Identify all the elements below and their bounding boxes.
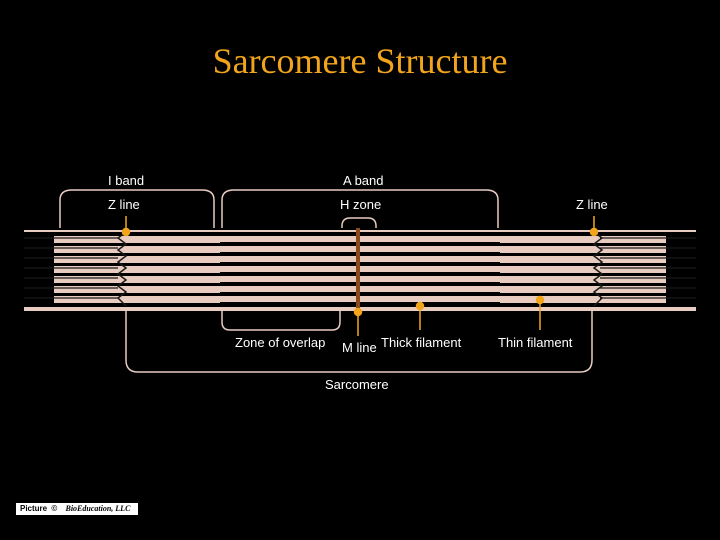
- z-line-left-label: Z line: [108, 197, 140, 212]
- m-line-pointer-dot: [353, 307, 363, 317]
- copyright-icon: ©: [51, 504, 58, 513]
- i-band-bracket: [59, 189, 215, 228]
- zone-of-overlap-bracket: [221, 310, 341, 331]
- z-line-right: [592, 231, 604, 307]
- credit-picture: Picture: [20, 504, 48, 513]
- h-zone-label: H zone: [340, 197, 382, 212]
- sarcomere-label: Sarcomere: [325, 377, 389, 392]
- z-line-left: [116, 231, 128, 307]
- sarcomere-bracket: [125, 310, 593, 373]
- z-line-left-pointer-dot: [121, 227, 131, 237]
- bottom-brackets: [125, 310, 593, 373]
- a-band-bracket: [221, 189, 499, 228]
- thick-filaments: [24, 237, 696, 299]
- m-line: [356, 228, 360, 312]
- m-line-label: M line: [342, 340, 377, 355]
- slide-title: Sarcomere Structure: [212, 41, 508, 81]
- thick-filament-label: Thick filament: [381, 335, 462, 350]
- h-zone-bracket: [341, 217, 377, 228]
- z-line-zigzags: [116, 231, 604, 307]
- i-band-label: I band: [108, 173, 145, 188]
- thin-filament-label: Thin filament: [498, 335, 573, 350]
- thick-filament-pointer-dot: [415, 301, 425, 311]
- pointers: [121, 216, 599, 336]
- credit-owner: BioEducation, LLC: [65, 504, 131, 513]
- a-band-label: A band: [343, 173, 384, 188]
- zone-of-overlap-label: Zone of overlap: [235, 335, 326, 350]
- top-brackets: [59, 189, 499, 228]
- thin-filament-pointer-dot: [535, 295, 545, 305]
- z-line-right-label: Z line: [576, 197, 608, 212]
- z-line-right-pointer-dot: [589, 227, 599, 237]
- image-credit: Picture © BioEducation, LLC: [16, 503, 138, 515]
